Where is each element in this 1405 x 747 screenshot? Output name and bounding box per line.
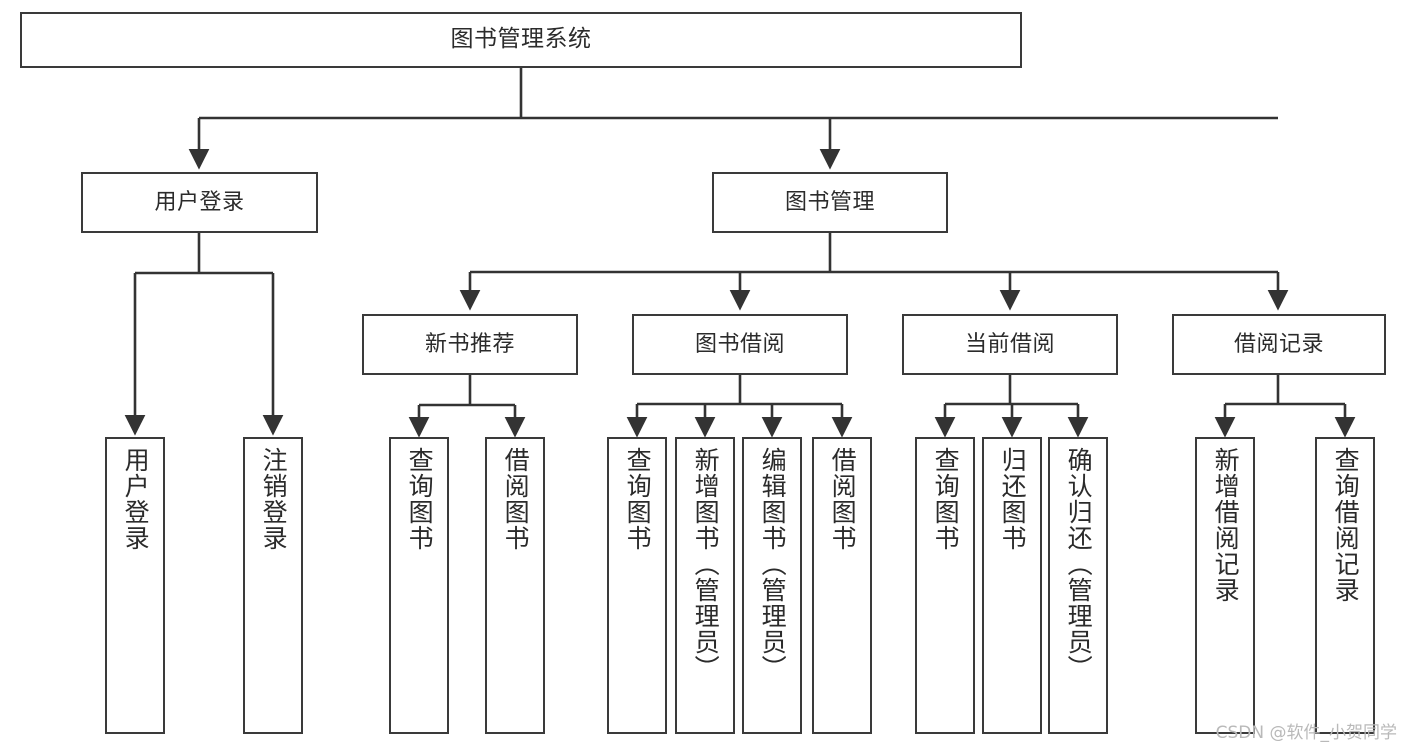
leaf-current-borrow-confirm[interactable]: 确认归还（管理员）	[1048, 437, 1108, 734]
leaf-book-borrow-add-label: 新增图书（管理员）	[691, 447, 721, 681]
leaf-book-borrow-query[interactable]: 查询图书	[607, 437, 667, 734]
node-root-label: 图书管理系统	[450, 26, 592, 53]
leaf-new-book-query[interactable]: 查询图书	[389, 437, 449, 734]
node-borrow-record-label: 借阅记录	[1233, 331, 1324, 357]
leaf-user-login-logout[interactable]: 注销登录	[243, 437, 303, 734]
leaf-new-book-borrow-label: 借阅图书	[501, 447, 531, 551]
node-borrow-record[interactable]: 借阅记录	[1172, 314, 1386, 375]
leaf-current-borrow-confirm-label: 确认归还（管理员）	[1064, 447, 1094, 681]
leaf-book-borrow-borrow[interactable]: 借阅图书	[812, 437, 872, 734]
leaf-book-borrow-edit[interactable]: 编辑图书（管理员）	[742, 437, 802, 734]
leaf-borrow-record-add-label: 新增借阅记录	[1211, 447, 1241, 603]
node-new-book-recommend-label: 新书推荐	[424, 331, 515, 357]
leaf-book-borrow-add[interactable]: 新增图书（管理员）	[675, 437, 735, 734]
leaf-user-login-logout-label: 注销登录	[259, 447, 289, 551]
node-current-borrow-label: 当前借阅	[964, 331, 1055, 357]
node-root[interactable]: 图书管理系统	[20, 12, 1022, 68]
node-new-book-recommend[interactable]: 新书推荐	[362, 314, 578, 375]
leaf-book-borrow-borrow-label: 借阅图书	[828, 447, 858, 551]
leaf-new-book-query-label: 查询图书	[405, 447, 435, 551]
node-current-borrow[interactable]: 当前借阅	[902, 314, 1118, 375]
leaf-borrow-record-query[interactable]: 查询借阅记录	[1315, 437, 1375, 734]
leaf-user-login-login-label: 用户登录	[121, 447, 151, 551]
node-book-management-label: 图书管理	[784, 189, 875, 215]
node-book-management[interactable]: 图书管理	[712, 172, 948, 233]
node-book-borrow[interactable]: 图书借阅	[632, 314, 848, 375]
leaf-borrow-record-add[interactable]: 新增借阅记录	[1195, 437, 1255, 734]
node-book-borrow-label: 图书借阅	[694, 331, 785, 357]
watermark: CSDN @软件_小贺同学	[1215, 723, 1397, 743]
leaf-book-borrow-query-label: 查询图书	[623, 447, 653, 551]
node-user-login-label: 用户登录	[154, 189, 245, 215]
leaf-current-borrow-query[interactable]: 查询图书	[915, 437, 975, 734]
leaf-new-book-borrow[interactable]: 借阅图书	[485, 437, 545, 734]
leaf-current-borrow-return[interactable]: 归还图书	[982, 437, 1042, 734]
leaf-book-borrow-edit-label: 编辑图书（管理员）	[758, 447, 788, 681]
leaf-current-borrow-return-label: 归还图书	[998, 447, 1028, 551]
leaf-current-borrow-query-label: 查询图书	[931, 447, 961, 551]
leaf-borrow-record-query-label: 查询借阅记录	[1331, 447, 1361, 603]
leaf-user-login-login[interactable]: 用户登录	[105, 437, 165, 734]
node-user-login[interactable]: 用户登录	[81, 172, 318, 233]
